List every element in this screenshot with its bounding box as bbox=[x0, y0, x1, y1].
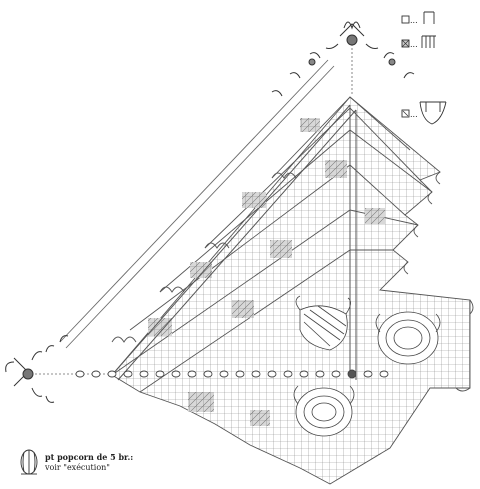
diagonal-spine bbox=[111, 104, 357, 381]
popcorn-bead-row bbox=[75, 369, 389, 379]
svg-text:...: ... bbox=[410, 40, 418, 49]
top-corner-ornament bbox=[271, 21, 415, 97]
popcorn-legend: pt popcorn de 5 br.: voir "exécution" bbox=[20, 449, 133, 475]
svg-text:...: ... bbox=[410, 110, 418, 119]
legend-shell-square: ... bbox=[401, 101, 447, 125]
legend: ... ... ... bbox=[401, 11, 447, 125]
left-corner-ornament bbox=[5, 335, 69, 403]
pineapple-motif-bottom bbox=[293, 385, 355, 437]
filled-blocks bbox=[148, 118, 385, 426]
popcorn-label: pt popcorn de 5 br.: bbox=[45, 452, 133, 462]
popcorn-stitch-icon bbox=[20, 449, 38, 475]
svg-text:...: ... bbox=[410, 16, 418, 25]
legend-filled-square: ... bbox=[401, 35, 436, 49]
pineapple-motif-right bbox=[375, 311, 441, 365]
legend-open-square: ... bbox=[401, 11, 435, 25]
filet-body bbox=[111, 96, 471, 485]
popcorn-sub: voir "exécution" bbox=[44, 463, 110, 472]
top-edge-lines bbox=[27, 40, 353, 375]
pineapple-motif-center bbox=[295, 295, 351, 351]
scallop-edges bbox=[111, 171, 474, 392]
